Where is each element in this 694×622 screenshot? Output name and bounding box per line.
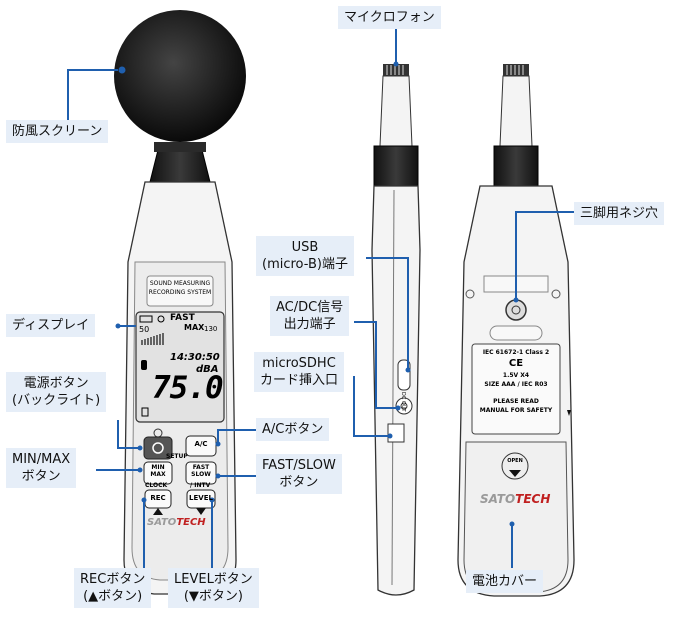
label-windscreen: 防風スクリーン xyxy=(6,120,109,143)
label-display-text: ディスプレイ xyxy=(12,318,90,333)
lcd-mode: FAST xyxy=(170,313,195,323)
label-windscreen-text: 防風スクリーン xyxy=(12,124,103,139)
ac-button xyxy=(185,435,217,457)
front-neck xyxy=(149,149,211,183)
label-fastslow-line1: FAST/SLOW xyxy=(262,458,336,473)
label-microphone: マイクロフォン xyxy=(338,6,441,29)
back-ce: CE xyxy=(508,358,524,369)
lcd-value: 75.0 xyxy=(152,370,224,406)
label-minmax-line1: MIN/MAX xyxy=(12,452,71,467)
power-button xyxy=(143,436,173,460)
level-button-label: LEVEL xyxy=(189,494,213,502)
label-microsd-line1: microSDHC xyxy=(262,356,336,371)
side-view xyxy=(371,64,421,596)
label-usb-line2: (micro-B)端子 xyxy=(262,257,348,272)
lcd xyxy=(135,311,225,423)
label-battery-text: 電池カバー xyxy=(472,574,538,589)
back-brand: SATOTECH xyxy=(480,492,550,506)
label-tripod-text: 三脚用ネジ穴 xyxy=(580,206,659,221)
label-minmax-line2: ボタン xyxy=(21,469,61,484)
label-minmax: MIN/MAX ボタン xyxy=(6,448,77,488)
back-brand-tech: TECH xyxy=(515,492,551,506)
tripod-hole xyxy=(505,299,527,321)
lcd-time: 14:30:50 xyxy=(170,352,220,363)
back-open: OPEN xyxy=(507,458,523,464)
label-level-line1: LEVELボタン xyxy=(174,572,253,587)
leader-lines xyxy=(67,28,574,568)
label-fastslow: FAST/SLOW ボタン xyxy=(256,454,342,494)
label-acdc-line1: AC/DC信号 xyxy=(276,300,344,315)
front-brand: SATOTECH xyxy=(147,517,206,528)
clock-label: CLOCK xyxy=(145,482,168,489)
fastslow-button-label: FAST SLOW xyxy=(186,464,216,478)
panel-title-line1: SOUND MEASURING xyxy=(149,280,211,287)
rec-button-label: REC xyxy=(150,494,166,502)
label-power-line1: 電源ボタン xyxy=(23,376,89,391)
label-level-line2: (▼ボタン) xyxy=(183,589,243,604)
back-battery: 1.5V X4 xyxy=(502,372,530,379)
panel-title-line2: RECORDING SYSTEM xyxy=(148,289,212,296)
label-usb-line1: USB xyxy=(291,240,319,255)
label-tripod: 三脚用ネジ穴 xyxy=(574,202,665,225)
label-microsd: microSDHC カード挿入口 xyxy=(254,352,345,392)
lcd-range-low: 50 xyxy=(139,325,150,334)
label-rec: RECボタン (▲ボタン) xyxy=(74,568,152,608)
label-display: ディスプレイ xyxy=(6,314,96,337)
brand-tech: TECH xyxy=(176,517,206,528)
fastslow-button xyxy=(185,461,217,485)
back-standard: IEC 61672-1 Class 2 xyxy=(482,349,550,356)
label-microsd-line2: カード挿入口 xyxy=(260,373,339,388)
panel-title: SOUND MEASURING RECORDING SYSTEM xyxy=(147,279,213,297)
back-label-plate xyxy=(471,343,561,435)
back-read-1: PLEASE READ xyxy=(493,398,539,405)
label-level: LEVELボタン (▼ボタン) xyxy=(168,568,259,608)
side-dcout: DC OUT xyxy=(400,392,406,412)
label-battery: 電池カバー xyxy=(466,570,544,593)
label-microphone-text: マイクロフォン xyxy=(344,10,435,25)
max-label: MAX xyxy=(150,471,166,478)
back-label-text: IEC 61672-1 Class 2 CE 1.5V X4 SIZE AAA … xyxy=(472,348,560,415)
min-label: MIN xyxy=(151,464,165,471)
back-view xyxy=(457,64,575,597)
label-acdc-line2: 出力端子 xyxy=(283,317,336,332)
back-size: SIZE AAA / IEC R03 xyxy=(484,381,548,388)
slow-label: SLOW xyxy=(191,471,211,478)
leader-dots xyxy=(115,61,519,527)
lcd-max: MAX xyxy=(184,323,205,332)
label-rec-line2: (▲ボタン) xyxy=(83,589,143,604)
windscreen-ball xyxy=(114,10,246,142)
label-power: 電源ボタン (バックライト) xyxy=(6,372,107,412)
setup-label: SETUP xyxy=(166,453,188,460)
intv-label: / INTV xyxy=(190,482,211,489)
lcd-range-high: 130 xyxy=(204,325,218,333)
panel-title-box xyxy=(146,275,214,307)
label-acdc: AC/DC信号 出力端子 xyxy=(270,296,350,336)
front-view xyxy=(114,10,246,595)
label-usb: USB (micro-B)端子 xyxy=(256,236,354,276)
back-brand-sato: SATO xyxy=(480,492,516,506)
label-rec-line1: RECボタン xyxy=(80,572,146,587)
minmax-button xyxy=(143,461,173,485)
back-read-2: MANUAL FOR SAFETY xyxy=(479,407,553,414)
minmax-button-label: MIN MAX xyxy=(144,464,172,478)
brand-sato: SATO xyxy=(147,517,177,528)
label-power-line2: (バックライト) xyxy=(12,393,101,408)
label-ac-text: A/Cボタン xyxy=(262,422,324,437)
side-body xyxy=(371,185,421,596)
label-ac: A/Cボタン xyxy=(256,418,330,441)
ac-button-label: A/C xyxy=(194,440,208,448)
label-fastslow-line2: ボタン xyxy=(279,475,319,490)
lcd-unit: dBA xyxy=(196,364,219,375)
fast-label: FAST xyxy=(192,464,210,471)
